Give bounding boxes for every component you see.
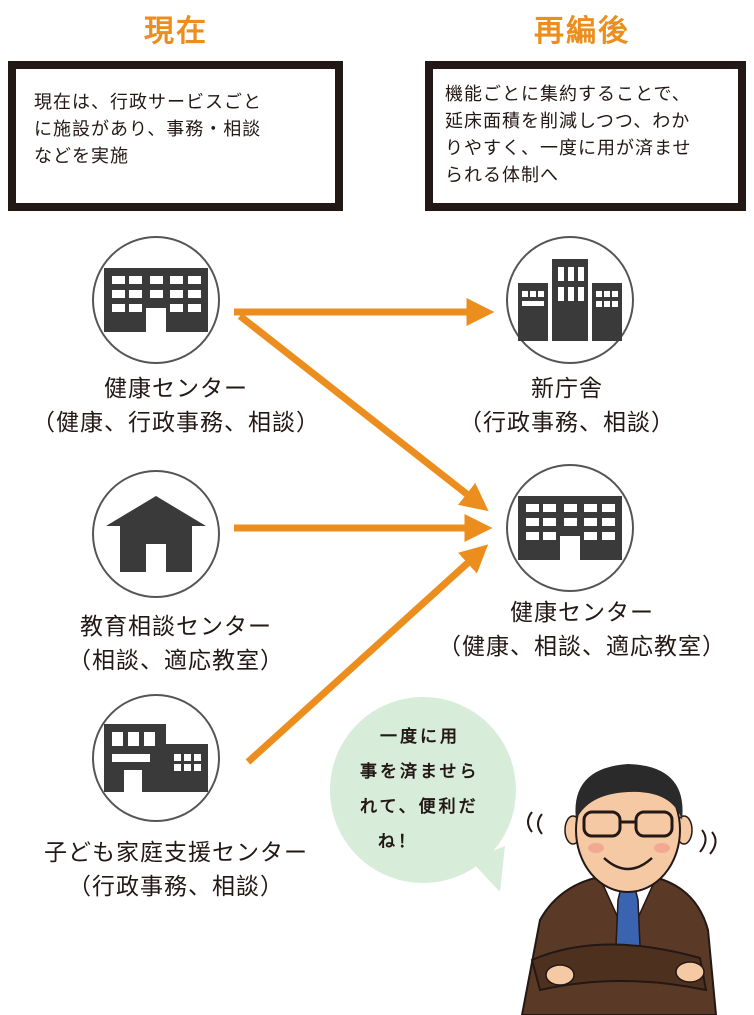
- bubble-line: ね！: [378, 832, 418, 852]
- after-health-center-label: 健康センター （健康、相談、適応教室）: [412, 596, 752, 664]
- current-description-line: に施設があり、事務・相談: [34, 119, 262, 140]
- current-description-box: 現在は、行政サービスごと に施設があり、事務・相談 などを実施: [8, 61, 343, 211]
- facility-functions: （行政事務、相談）: [459, 410, 675, 436]
- facility-functions: （健康、行政事務、相談）: [32, 410, 320, 436]
- house-icon: [106, 496, 206, 572]
- arrow-child-to-health-center: [245, 544, 489, 765]
- hand-right: [675, 961, 705, 983]
- current-description-line: などを実施: [34, 146, 129, 167]
- facility-functions: （健康、相談、適応教室）: [438, 634, 726, 660]
- speech-bubble: [330, 697, 516, 883]
- small-building-icon: [104, 724, 208, 792]
- facility-name: 子ども家庭支援センター: [44, 840, 308, 866]
- after-health-center-circle: [506, 464, 634, 592]
- health-center-circle: [92, 236, 220, 364]
- glasses-icon: [582, 810, 674, 838]
- after-description-line: りやすく、一度に用が済ませ: [445, 138, 692, 159]
- city-hall-icon: [518, 259, 622, 341]
- hair: [575, 764, 683, 820]
- facility-name: 新庁舎: [531, 376, 603, 402]
- heading-after: 再編後: [534, 14, 630, 49]
- facility-functions: （行政事務、相談）: [68, 874, 284, 900]
- bubble-line: 事を済ませら: [360, 762, 480, 782]
- facility-name: 健康センター: [104, 376, 248, 402]
- facility-name: 健康センター: [510, 600, 654, 626]
- after-description-box: 機能ごとに集約することで、 延床面積を削減しつつ、わか りやすく、一度に用が済ま…: [425, 61, 746, 211]
- after-description-line: られる体制へ: [445, 165, 559, 186]
- heading-current: 現在: [144, 14, 208, 49]
- hand-left: [545, 964, 575, 986]
- after-description-line: 機能ごとに集約することで、: [445, 84, 691, 105]
- office-building-icon: [518, 496, 622, 560]
- child-support-center-circle: [92, 694, 220, 822]
- arrow-health-to-health-center: [237, 313, 489, 512]
- after-description-line: 延床面積を削減しつつ、わか: [445, 111, 691, 132]
- health-center-label: 健康センター （健康、行政事務、相談）: [0, 372, 352, 440]
- smile: [603, 857, 653, 871]
- office-building-icon: [104, 268, 208, 332]
- motion-lines: [527, 811, 717, 855]
- speech-bubble-text: 一度に用事を済ませられて、便利だね！: [360, 720, 500, 860]
- new-office-label: 新庁舎 （行政事務、相談）: [422, 372, 712, 440]
- current-description-line: 現在は、行政サービスごと: [34, 92, 262, 113]
- facility-functions: （相談、適応教室）: [68, 648, 284, 674]
- education-center-circle: [92, 470, 220, 598]
- facility-name: 教育相談センター: [80, 614, 272, 640]
- child-support-center-label: 子ども家庭支援センター （行政事務、相談）: [0, 836, 352, 904]
- bubble-line: 一度に用: [380, 727, 460, 747]
- new-office-circle: [506, 236, 634, 364]
- bubble-line: れて、便利だ: [360, 797, 479, 817]
- education-center-label: 教育相談センター （相談、適応教室）: [0, 610, 352, 678]
